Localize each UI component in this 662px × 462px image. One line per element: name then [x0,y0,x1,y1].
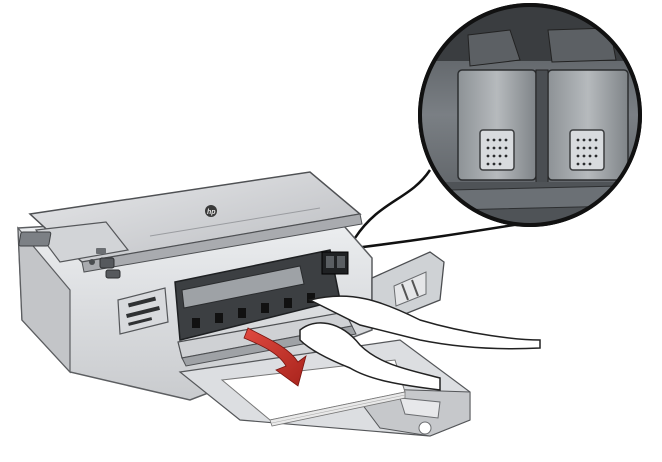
open-door-arrow-icon [243,327,307,387]
hands-illustration [299,295,541,391]
hp-logo-icon: hp [205,205,217,217]
control-buttons [89,248,121,279]
carriage-zoom-callout [418,3,642,227]
control-panel [18,221,130,279]
callout-leader-lines [353,169,521,250]
paper-stack [220,359,406,427]
svg-text:hp: hp [207,209,216,216]
cartridge-latch-right [547,69,629,181]
cartridge-latch-left [457,69,537,181]
carriage-rollers [192,293,315,328]
display-window [18,231,52,247]
rear-paper-guide [371,251,445,321]
cartridge-access-area [174,249,349,341]
memory-card-slots [117,287,169,335]
